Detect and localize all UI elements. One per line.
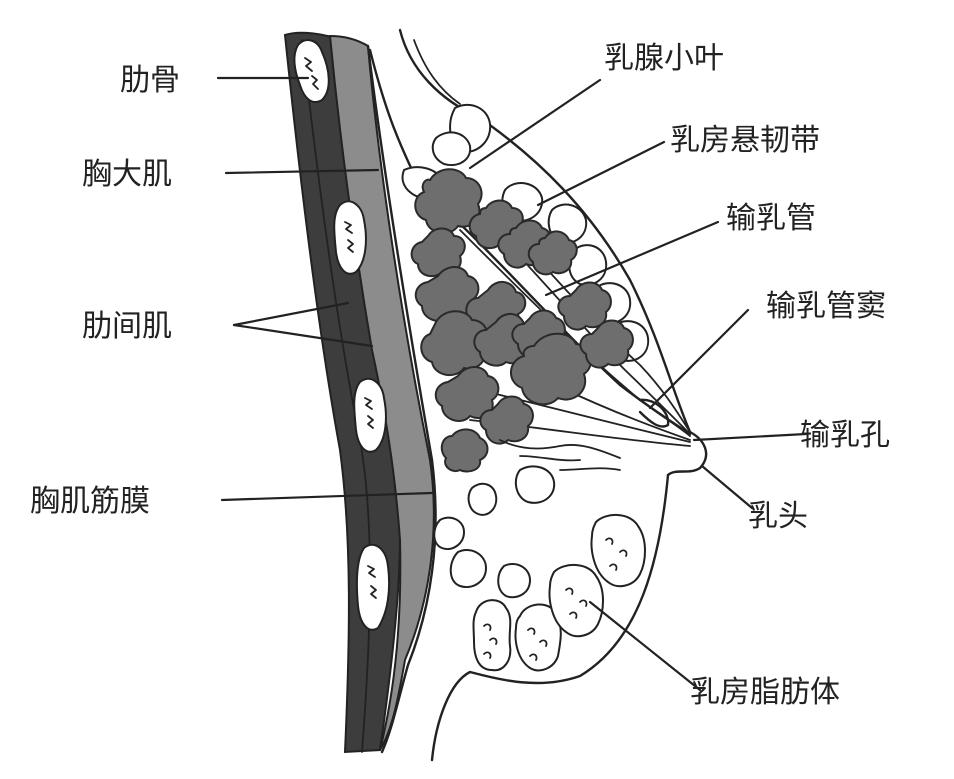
lobule-8: [420, 310, 489, 377]
label-rib: 肋骨: [120, 63, 180, 98]
label-suspensory-ligament: 乳房悬韧带: [670, 123, 820, 158]
leader-suspensory-ligament: [536, 140, 666, 207]
leader-fat: [588, 600, 702, 692]
leader-sinus: [648, 308, 750, 410]
label-fat: 乳房脂肪体: [690, 675, 840, 710]
label-pore: 输乳孔: [800, 418, 890, 453]
lobule-15: [479, 395, 534, 445]
rib-4: [355, 543, 391, 631]
breast-fat-tissue: [433, 439, 646, 672]
leader-lobule: [468, 78, 602, 170]
label-duct: 输乳管: [726, 201, 816, 236]
label-sinus: 输乳管窦: [766, 289, 886, 324]
rib-1: [293, 39, 330, 104]
lobule-1: [414, 168, 483, 235]
lobule-16: [440, 428, 489, 473]
lobule-13: [579, 319, 634, 369]
leader-pore: [692, 432, 808, 442]
leader-intercostal-a: [232, 301, 350, 327]
label-pectoral-fascia: 胸肌筋膜: [30, 484, 150, 519]
label-pectoralis-major: 胸大肌: [82, 157, 172, 192]
lobule-4: [527, 230, 578, 276]
label-lobule: 乳腺小叶: [604, 41, 724, 76]
rib-3: [353, 377, 387, 453]
rib-2: [333, 200, 367, 275]
leader-duct: [544, 220, 720, 297]
leader-nipple: [700, 464, 754, 510]
leader-lines: [216, 76, 808, 692]
leader-pectoral-fascia: [220, 491, 434, 502]
chest-wall: [283, 31, 437, 754]
leader-intercostal-b: [232, 323, 374, 348]
label-intercostal: 肋间肌: [82, 309, 172, 344]
leader-pectoralis-major: [224, 168, 380, 175]
labels: 肋骨 胸大肌 肋间肌 胸肌筋膜 乳腺小叶 乳房悬韧带 输乳管 输乳管窦 输乳孔 …: [30, 41, 890, 710]
pectoral-fascia-line: [366, 44, 437, 754]
label-nipple: 乳头: [748, 499, 808, 534]
mammary-lobules: [410, 168, 634, 473]
lobule-11: [510, 332, 592, 406]
